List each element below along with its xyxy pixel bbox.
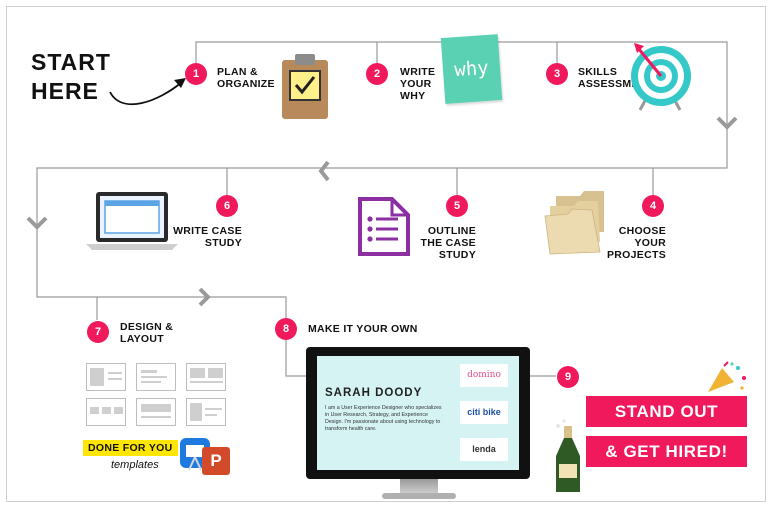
portfolio-name: SARAH DOODY — [325, 387, 423, 399]
step-2-badge: 2 — [366, 63, 388, 85]
powerpoint-letter: P — [210, 451, 222, 470]
portfolio-screen: SARAH DOODY I am a User Experience Desig… — [317, 356, 519, 470]
chevron-down-icon — [716, 116, 738, 130]
chevron-left-icon — [318, 160, 330, 182]
document-outline-icon — [358, 197, 410, 256]
client-logo-citibike: citi bike — [460, 401, 508, 424]
step-8-label: MAKE IT YOUR OWN — [308, 323, 418, 335]
layout-thumbnail — [86, 363, 126, 391]
portfolio-bio: I am a User Experience Designer who spec… — [325, 405, 442, 432]
layout-thumbnail — [136, 398, 176, 426]
champagne-bottle-icon — [556, 419, 580, 492]
step-5-badge: 5 — [446, 195, 468, 217]
monitor-base — [382, 493, 456, 499]
chevron-down-icon — [26, 216, 48, 230]
laptop-icon — [86, 192, 178, 250]
step-1-label: PLAN &ORGANIZE — [217, 66, 275, 90]
step-4-badge: 4 — [642, 195, 664, 217]
chevron-right-icon — [198, 287, 211, 307]
why-sticky-note: why — [440, 34, 503, 104]
templates-caption: templates — [111, 459, 159, 471]
step-8-badge: 8 — [275, 318, 297, 340]
client-logo-lenda: lenda — [460, 438, 508, 461]
step-7-label: DESIGN &LAYOUT — [120, 321, 174, 345]
start-arrow — [109, 81, 183, 106]
get-hired-banner: & GET HIRED! — [586, 436, 747, 467]
clipboard-icon — [282, 54, 328, 119]
layout-thumbnail — [186, 363, 226, 391]
step-1-badge: 1 — [185, 63, 207, 85]
party-popper-icon — [708, 361, 746, 392]
layout-thumbnail — [186, 398, 226, 426]
stand-out-banner: STAND OUT — [586, 396, 747, 427]
step-3-badge: 3 — [546, 63, 568, 85]
layout-thumbnail — [86, 398, 126, 426]
target-icon — [631, 43, 691, 111]
done-for-you-badge: DONE FOR YOU — [83, 440, 178, 456]
monitor-stand — [400, 479, 438, 494]
client-logo-domino: domino — [460, 364, 508, 387]
powerpoint-icon: P — [202, 447, 230, 475]
portfolio-monitor: SARAH DOODY I am a User Experience Desig… — [306, 347, 530, 479]
layout-thumbnail — [136, 363, 176, 391]
step-6-badge: 6 — [216, 195, 238, 217]
why-note-text: why — [453, 56, 490, 82]
step-7-badge: 7 — [87, 321, 109, 343]
frame-border — [6, 6, 766, 502]
step-9-badge: 9 — [557, 366, 579, 388]
folders-icon — [544, 191, 604, 255]
